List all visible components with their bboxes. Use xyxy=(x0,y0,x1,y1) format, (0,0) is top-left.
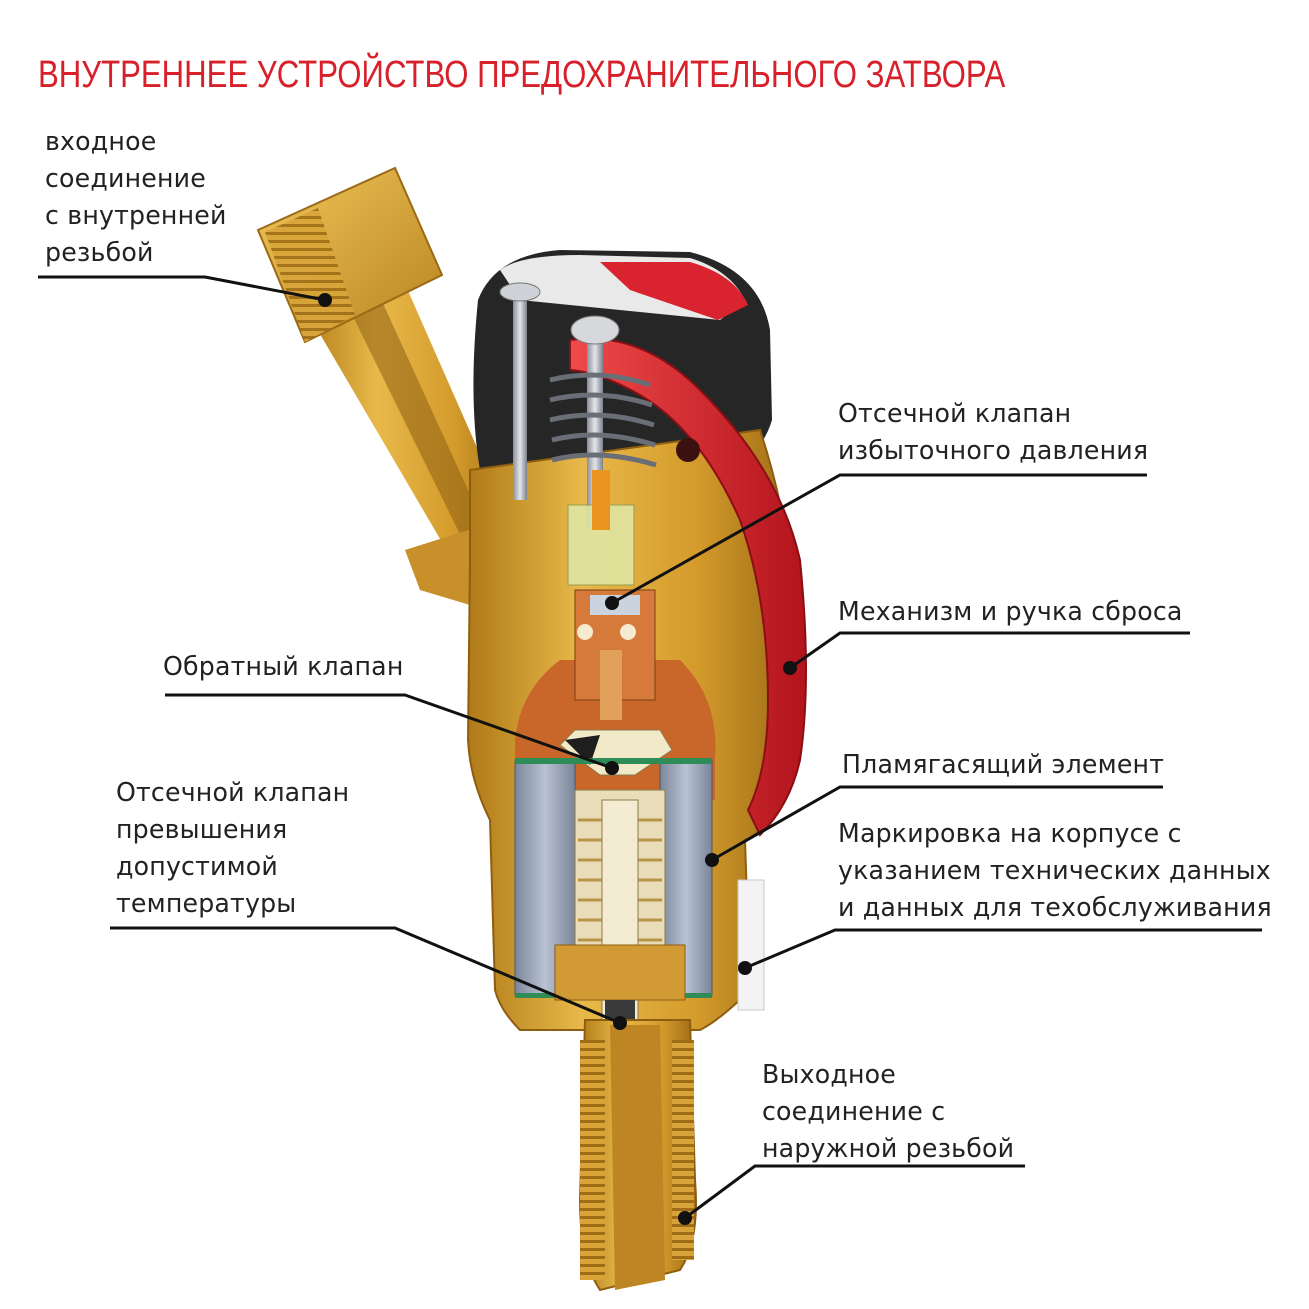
label-flame-arrestor: Пламягасящий элемент xyxy=(842,747,1164,784)
label-outlet-connection: Выходное соединение с наружной резьбой xyxy=(762,1057,1014,1168)
label-line: резьбой xyxy=(45,238,154,268)
relief-valve-assembly xyxy=(499,282,657,586)
leader-check-valve xyxy=(165,693,613,770)
leader-thermal-valve xyxy=(110,926,621,1025)
leader-reset-mechanism xyxy=(789,631,1190,670)
label-thermal-valve: Отсечной клапан превышения допустимой те… xyxy=(116,775,349,923)
leader-flame-arrestor xyxy=(711,785,1163,862)
body-marking-label xyxy=(737,879,765,1011)
label-relief-valve: Отсечной клапан избыточного давления xyxy=(838,396,1148,470)
label-line: соединение xyxy=(45,164,206,194)
leader-outlet xyxy=(684,1164,1025,1220)
label-line: Механизм и ручка сброса xyxy=(838,597,1183,627)
label-line: Обратный клапан xyxy=(163,652,404,682)
leader-dots xyxy=(318,293,797,1225)
thermal-valve-stem xyxy=(554,789,686,1040)
label-line: и данных для техобслуживания xyxy=(838,893,1272,923)
label-line: наружной резьбой xyxy=(762,1134,1015,1164)
leader-relief-valve xyxy=(611,473,1147,605)
label-body-marking: Маркировка на корпусе с указанием технич… xyxy=(838,816,1272,927)
label-line: избыточного давления xyxy=(838,436,1149,466)
label-line: Выходное xyxy=(762,1060,896,1090)
label-line: с внутренней xyxy=(45,201,227,231)
page-title: ВНУТРЕННЕЕ УСТРОЙСТВО ПРЕДОХРАНИТЕЛЬНОГО… xyxy=(38,54,1006,96)
label-line: Отсечной клапан xyxy=(838,399,1072,429)
leader-inlet xyxy=(38,275,326,302)
label-line: Отсечной клапан xyxy=(116,778,350,808)
leader-lines xyxy=(38,275,1262,1220)
label-reset-mechanism: Механизм и ручка сброса xyxy=(838,594,1183,631)
label-line: Пламягасящий элемент xyxy=(842,750,1165,780)
leader-marking xyxy=(744,928,1262,970)
label-line: входное xyxy=(45,127,157,157)
label-line: превышения xyxy=(116,815,288,845)
label-line: допустимой xyxy=(116,852,279,882)
label-line: Маркировка на корпусе с xyxy=(838,819,1182,849)
label-inlet-connection: входное соединение с внутренней резьбой xyxy=(45,124,227,272)
label-line: соединение с xyxy=(762,1097,946,1127)
label-line: температуры xyxy=(116,889,297,919)
label-check-valve: Обратный клапан xyxy=(163,649,404,686)
outlet-connection xyxy=(578,1019,697,1292)
label-line: указанием технических данных xyxy=(838,856,1271,886)
